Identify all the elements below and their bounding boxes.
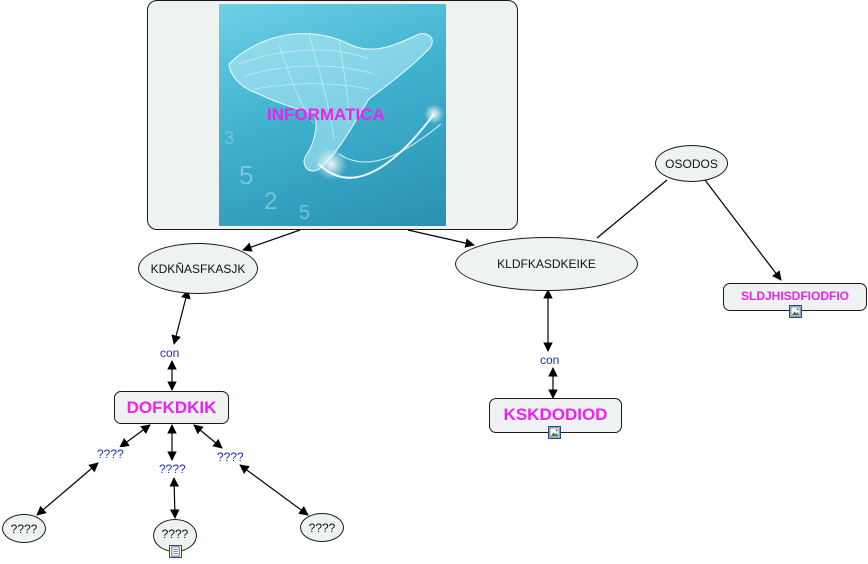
- node-kdknasfkasjk[interactable]: KDKÑASFKASJK: [138, 243, 258, 294]
- node-question-left[interactable]: ????: [2, 514, 46, 543]
- node-kdknasfkasjk-label: KDKÑASFKASJK: [150, 261, 246, 276]
- link-osodos-sldjhisdfiodfio: [704, 179, 782, 281]
- node-osodos-label: OSODOS: [665, 156, 718, 171]
- document-attachment-icon[interactable]: [169, 545, 182, 558]
- node-question-left-label: ????: [10, 521, 38, 536]
- link-qlabel-middle-qnode-middle: [169, 477, 180, 519]
- node-kskdodiod-label: KSKDODIOD: [503, 405, 608, 424]
- node-question-right[interactable]: ????: [300, 513, 344, 542]
- main-node-label: INFORMATICA: [267, 105, 385, 124]
- svg-text:5: 5: [239, 160, 253, 190]
- node-osodos[interactable]: OSODOS: [655, 145, 728, 182]
- link-main-kdknasfkasjk: [242, 229, 301, 252]
- node-kldfkasdkeike[interactable]: KLDFKASDKEIKE: [455, 237, 638, 291]
- node-dofkdkik[interactable]: DOFKDKIK: [114, 391, 229, 424]
- link-label-question-middle: ????: [157, 462, 188, 476]
- holographic-hand-image: 5 2 5 3: [219, 4, 446, 226]
- link-dofkdkik-qlabel-right: [193, 424, 223, 449]
- link-kdknasfkasjk-con: [171, 289, 191, 345]
- link-dofkdkik-qlabel-left: [119, 424, 151, 448]
- link-main-kldfkasdkeike: [407, 229, 475, 248]
- link-label-con-left: con: [158, 346, 182, 360]
- main-node-informatica[interactable]: 5 2 5 3 INFORMATICA: [147, 0, 518, 230]
- hand-wireframe-art: 5 2 5 3: [224, 33, 444, 224]
- svg-text:2: 2: [264, 188, 277, 215]
- link-label-question-left: ????: [95, 447, 126, 461]
- node-kskdodiod[interactable]: KSKDODIOD: [489, 398, 622, 439]
- node-sldjhisdfiodfio[interactable]: SLDJHISDFIODFIO: [723, 283, 867, 318]
- svg-text:5: 5: [299, 202, 310, 224]
- link-kldfkasdkeike-osodos: [596, 179, 668, 239]
- node-kldfkasdkeike-label: KLDFKASDKEIKE: [497, 257, 596, 271]
- node-dofkdkik-label: DOFKDKIK: [126, 397, 217, 417]
- node-question-middle[interactable]: ????: [153, 519, 197, 558]
- link-qlabel-right-qnode-right: [239, 464, 309, 516]
- svg-text:3: 3: [224, 128, 234, 148]
- node-question-middle-label: ????: [161, 527, 189, 541]
- image-attachment-icon[interactable]: [548, 426, 561, 439]
- link-label-question-right: ????: [215, 450, 246, 464]
- node-question-right-label: ????: [308, 520, 336, 535]
- node-sldjhisdfiodfio-label: SLDJHISDFIODFIO: [740, 289, 849, 303]
- image-attachment-icon[interactable]: [789, 305, 802, 318]
- link-label-con-right: con: [538, 353, 562, 367]
- link-qlabel-left-qnode-left: [36, 462, 99, 516]
